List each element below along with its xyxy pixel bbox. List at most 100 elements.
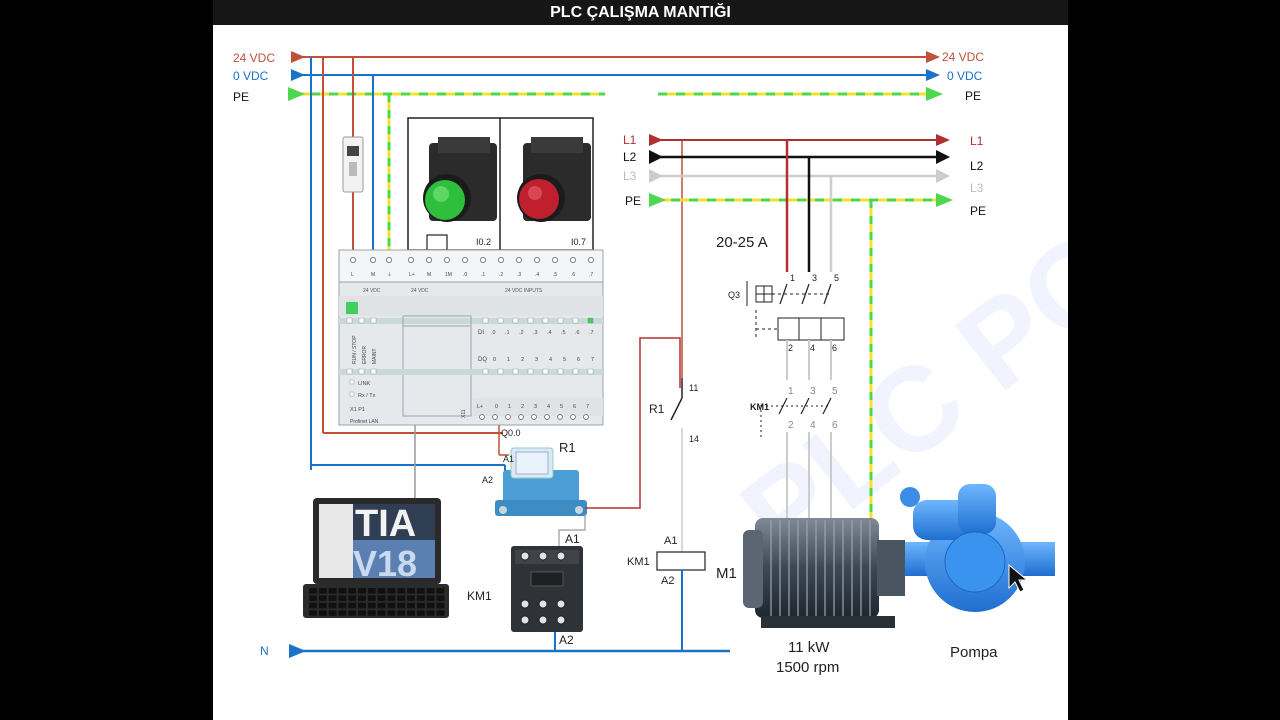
label-l1-left: L1 <box>623 133 637 147</box>
plc-bottom-number: 7 <box>586 404 589 410</box>
laptop-key <box>426 588 435 594</box>
laptop-key <box>348 588 357 594</box>
label-24vdc-left: 24 VDC <box>233 51 275 65</box>
plc-di-number: .7 <box>589 330 594 336</box>
contactor-a2-label: A2 <box>559 633 574 647</box>
pump <box>900 484 1055 612</box>
label-input-start: I0.2 <box>476 237 491 247</box>
laptop-key <box>328 588 337 594</box>
motor-speed: 1500 rpm <box>776 659 839 676</box>
plc-rxtx-label: Rx / Tx <box>358 393 376 399</box>
laptop-key <box>309 595 317 601</box>
laptop-key <box>318 602 327 609</box>
plc-terminal <box>583 414 589 420</box>
start-pushbutton[interactable] <box>423 137 497 222</box>
breaker-name: Q3 <box>728 290 740 300</box>
laptop-text-v18: V18 <box>353 543 417 584</box>
plc-bottom-number: 1 <box>508 404 511 410</box>
laptop-key <box>416 602 425 609</box>
plc-terminal <box>570 414 576 420</box>
laptop-key <box>397 602 406 609</box>
laptop-key <box>318 595 327 601</box>
laptop-key <box>309 588 317 594</box>
laptop-key <box>416 595 425 601</box>
bus-l3 <box>649 169 950 183</box>
laptop-key <box>367 588 376 594</box>
plc-di-number: .6 <box>575 330 580 336</box>
bus-n <box>289 644 730 658</box>
plc-io-led <box>482 317 489 324</box>
laptop-key <box>397 610 406 616</box>
plc-terminal-label: M <box>427 272 431 278</box>
label-pe-right: PE <box>965 89 981 103</box>
relay-contact-label: R1 <box>649 402 665 416</box>
bus-24vdc <box>291 51 940 63</box>
plc-profinet-label: Profinet LAN <box>350 419 379 425</box>
plc-dq-number: 4 <box>549 357 552 363</box>
plc-terminal-label: .1 <box>481 272 485 278</box>
contactor-terminal <box>556 615 566 625</box>
laptop-key <box>348 595 357 601</box>
contactor-terminal <box>556 551 566 561</box>
stop-pushbutton[interactable] <box>517 137 591 222</box>
plc-io-led <box>542 368 549 375</box>
label-output-q00: Q0.0 <box>501 428 521 438</box>
plc-dq-number: 2 <box>521 357 524 363</box>
dc-circuit-breaker <box>342 136 364 193</box>
motor-m1 <box>743 518 905 628</box>
laptop-key <box>407 595 415 601</box>
pump-name: Pompa <box>950 644 998 661</box>
relay-a1-label: A1 <box>503 454 514 464</box>
laptop-key <box>358 610 366 616</box>
plc-io-led <box>572 368 579 375</box>
laptop-key <box>309 602 317 609</box>
laptop-key <box>397 588 406 594</box>
plc-dq-number: 5 <box>563 357 566 363</box>
km1-power-contacts <box>760 397 832 440</box>
laptop-key <box>407 610 415 616</box>
label-0vdc-right: 0 VDC <box>947 69 983 83</box>
plc-io-led <box>587 317 594 324</box>
laptop-key <box>338 610 347 616</box>
plc-group-24vdc-b: 24 VDC <box>411 288 429 294</box>
laptop-key <box>367 602 376 609</box>
plc-terminal <box>570 257 576 263</box>
laptop-key <box>328 595 337 601</box>
plc-terminal <box>479 414 485 420</box>
relay-r1 <box>495 447 587 516</box>
contactor-terminal-in: 5 <box>832 386 838 397</box>
contactor-terminal-out: 6 <box>832 420 838 431</box>
plc-terminal <box>462 257 468 263</box>
plc-io-led <box>527 317 534 324</box>
laptop-key <box>436 588 445 594</box>
laptop-key <box>338 588 347 594</box>
plc-io-led <box>587 368 594 375</box>
plc-bottom-number: 0 <box>495 404 498 410</box>
plc-io-led <box>557 317 564 324</box>
label-l2-right: L2 <box>970 159 984 173</box>
plc-terminal <box>505 414 511 420</box>
contactor-name: KM1 <box>467 589 492 603</box>
label-input-stop: I0.7 <box>571 237 586 247</box>
plc-status-label: RUN / STOP <box>352 335 358 364</box>
contactor-terminal-in: 1 <box>788 386 794 397</box>
label-pe-left: PE <box>233 90 249 104</box>
coil-a1-label: A1 <box>664 535 677 547</box>
plc-terminal <box>386 257 392 263</box>
plc-io-led <box>497 317 504 324</box>
bus-0vdc <box>291 69 940 81</box>
label-pe-ac-right: PE <box>970 204 986 218</box>
plc-terminal <box>531 414 537 420</box>
bus-l2 <box>649 150 950 164</box>
contactor-terminal <box>538 551 548 561</box>
laptop-key <box>367 595 376 601</box>
plc-io-led <box>482 368 489 375</box>
contactor-km1 <box>511 546 583 632</box>
plc-terminal <box>370 257 376 263</box>
bus-pe-ac <box>649 193 953 207</box>
watermark: PLC PORTAL <box>717 12 1068 584</box>
laptop-key <box>318 588 327 594</box>
relay-r1-contact <box>670 397 683 421</box>
plc-terminal-label: .7 <box>589 272 593 278</box>
